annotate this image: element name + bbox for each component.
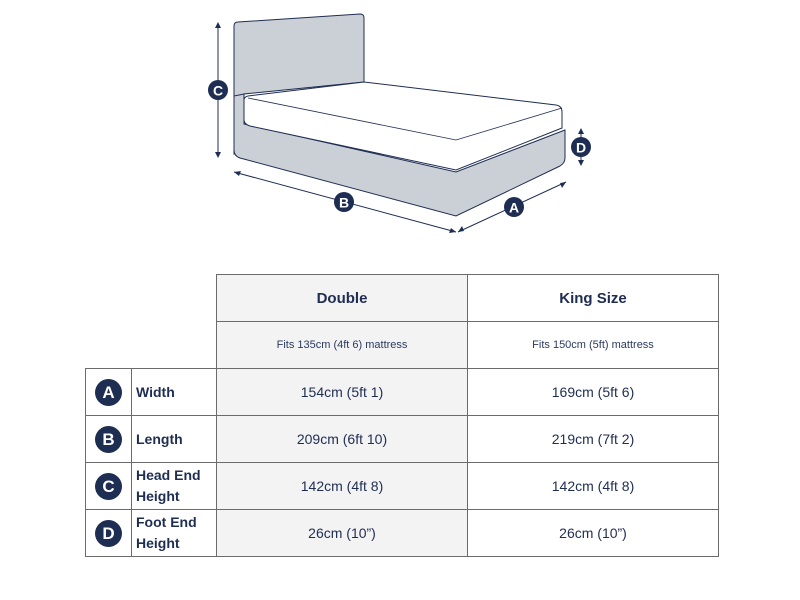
value-double: 154cm (5ft 1) — [216, 368, 468, 416]
badge-d-icon: D — [95, 519, 122, 547]
badge-a-icon: A — [95, 378, 122, 406]
value-king-size: 26cm (10”) — [467, 509, 719, 557]
marker-b-icon: B — [334, 192, 354, 212]
column-subtitle-double: Fits 135cm (4ft 6) mattress — [216, 321, 468, 369]
value-king-size: 169cm (5ft 6) — [467, 368, 719, 416]
table-row: C Head End Height 142cm (4ft 8) 142cm (4… — [85, 462, 719, 510]
header-row: Double King Size — [85, 274, 719, 322]
row-label: Foot End Height — [131, 509, 217, 557]
column-header-double: Double — [216, 274, 468, 322]
subtitle-row: Fits 135cm (4ft 6) mattress Fits 150cm (… — [85, 321, 719, 369]
table-row: D Foot End Height 26cm (10”) 26cm (10”) — [85, 509, 719, 557]
value-king-size: 142cm (4ft 8) — [467, 462, 719, 510]
marker-a-icon: A — [504, 197, 524, 217]
value-double: 209cm (6ft 10) — [216, 415, 468, 463]
badge-c-icon: C — [95, 472, 122, 500]
column-subtitle-king-size: Fits 150cm (5ft) mattress — [467, 321, 719, 369]
svg-text:A: A — [509, 200, 519, 216]
value-double: 26cm (10”) — [216, 509, 468, 557]
svg-text:D: D — [576, 140, 586, 156]
row-label: Length — [131, 415, 217, 463]
bed-dimension-diagram: C D B A — [208, 13, 591, 233]
badge-b-icon: B — [95, 425, 122, 453]
value-double: 142cm (4ft 8) — [216, 462, 468, 510]
svg-text:C: C — [213, 83, 223, 99]
row-label: Width — [131, 368, 217, 416]
dimensions-table: Double King Size Fits 135cm (4ft 6) matt… — [85, 274, 719, 557]
marker-c-icon: C — [208, 80, 228, 100]
row-label: Head End Height — [131, 462, 217, 510]
table-row: A Width 154cm (5ft 1) 169cm (5ft 6) — [85, 368, 719, 416]
marker-d-icon: D — [571, 137, 591, 157]
value-king-size: 219cm (7ft 2) — [467, 415, 719, 463]
svg-text:B: B — [339, 195, 349, 211]
mattress — [243, 81, 563, 171]
headboard — [233, 13, 365, 155]
bed-base — [233, 93, 566, 217]
column-header-king-size: King Size — [467, 274, 719, 322]
table-row: B Length 209cm (6ft 10) 219cm (7ft 2) — [85, 415, 719, 463]
